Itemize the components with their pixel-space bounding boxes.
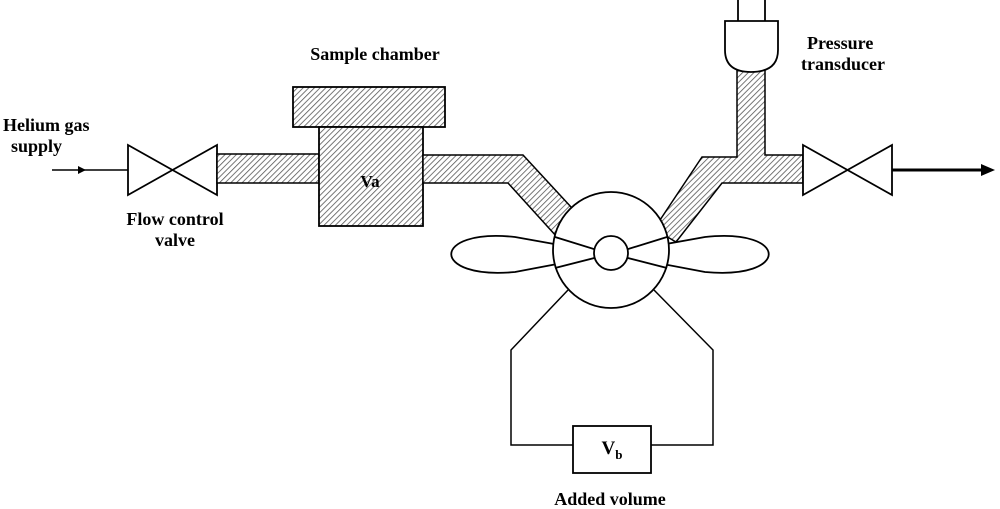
vb-label-subscript: b [615, 447, 623, 462]
helium-supply-label-line2: supply [11, 136, 63, 156]
pipe-valve-to-chamber [216, 153, 320, 184]
flow-control-valve-label-line2: valve [155, 230, 195, 250]
flow-control-valve[interactable] [127, 143, 218, 197]
pressure-transducer-label-line1: Pressure [807, 33, 874, 53]
tube-to-added-volume-right [651, 289, 714, 446]
inlet-arrowhead [78, 166, 86, 174]
pressure-transducer-label: Pressure transducer [801, 33, 885, 75]
flow-control-valve-label-line1: Flow control [126, 209, 224, 229]
selector-valve-blade-right [609, 235, 770, 274]
selector-valve-hub [593, 235, 629, 271]
outlet-valve[interactable] [802, 143, 893, 197]
helium-supply-label-line1: Helium gas [3, 115, 90, 135]
sample-chamber-lid [292, 86, 446, 128]
sample-chamber-label: Sample chamber [310, 44, 440, 64]
selector-valve-blade-left [450, 235, 611, 274]
helium-supply-label: Helium gas supply [3, 115, 90, 157]
vb-label-main: V [601, 438, 616, 459]
added-volume-label: Added volume [554, 489, 666, 509]
pipe-selector-to-outlet [652, 69, 804, 243]
outlet-arrowhead [981, 164, 995, 176]
va-label: Va [360, 172, 380, 191]
pressure-transducer [724, 20, 779, 73]
pressure-transducer-label-line2: transducer [801, 54, 885, 74]
vb-label: Vb [573, 438, 651, 462]
tube-to-added-volume-left [510, 289, 573, 446]
flow-control-valve-label: Flow control valve [105, 209, 245, 251]
added-volume-box [572, 425, 652, 474]
